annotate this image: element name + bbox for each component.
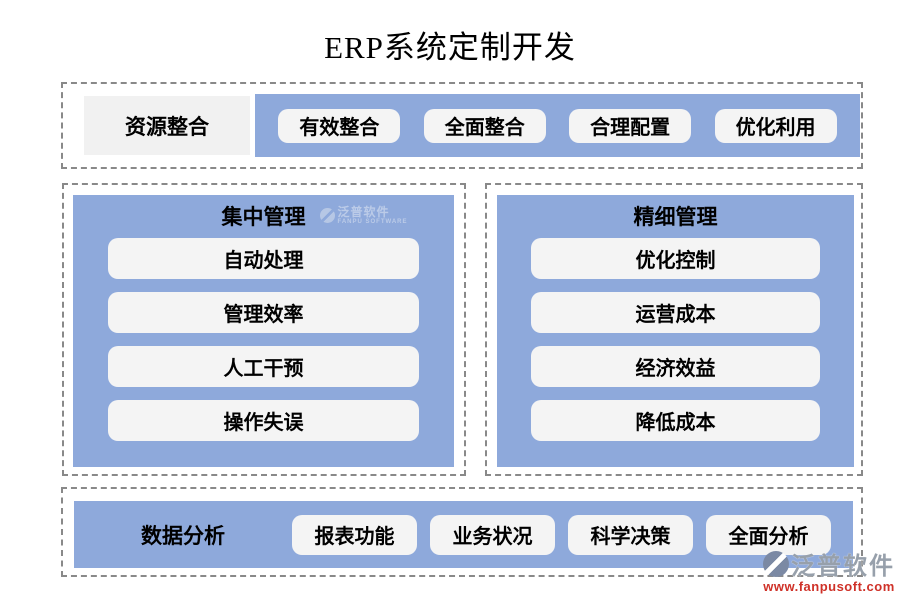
inline-watermark-sub: FANPU SOFTWARE [337,219,408,225]
resource-integration-label: 资源整合 [84,96,250,155]
chip-comprehensive-integration: 全面整合 [423,108,546,143]
inline-watermark-brand: 泛普软件 [337,205,390,219]
centralized-management-title: 集中管理 泛普软件 FANPU SOFTWARE [222,203,407,231]
section-resource-integration: 资源整合 有效整合 全面整合 合理配置 优化利用 [61,82,863,169]
brand-watermark: 泛普软件 www.fanpusoft.com [763,546,895,594]
chip-comprehensive-analysis: 全面分析 [706,514,831,555]
chip-economic-benefit: 经济效益 [531,346,820,387]
chip-scientific-decision: 科学决策 [568,514,693,555]
section-centralized-management: 集中管理 泛普软件 FANPU SOFTWARE 自动处理 管理效率 人工干预 … [62,183,466,476]
fanpu-logo-icon [319,208,335,223]
chip-operating-cost: 运营成本 [531,292,820,333]
chip-manual-intervention: 人工干预 [108,346,419,387]
section-refined-management: 精细管理 优化控制 运营成本 经济效益 降低成本 [485,183,863,476]
fanpu-logo-icon [763,550,789,577]
refined-management-panel: 精细管理 优化控制 运营成本 经济效益 降低成本 [497,195,854,467]
chip-management-efficiency: 管理效率 [108,292,419,333]
brand-watermark-name: 泛普软件 [791,553,895,580]
chip-cost-reduction: 降低成本 [531,400,820,441]
page-title: ERP系统定制开发 [324,30,576,65]
chip-report-function: 报表功能 [292,514,417,555]
chip-operational-errors: 操作失误 [108,400,419,441]
data-analysis-bar: 数据分析 报表功能 业务状况 科学决策 全面分析 [74,501,853,568]
centralized-management-panel: 集中管理 泛普软件 FANPU SOFTWARE 自动处理 管理效率 人工干预 … [73,195,454,467]
chip-optimized-control: 优化控制 [531,238,820,279]
chip-optimized-utilization: 优化利用 [714,108,837,143]
inline-watermark: 泛普软件 FANPU SOFTWARE [319,205,440,225]
section-data-analysis: 数据分析 报表功能 业务状况 科学决策 全面分析 [61,487,863,577]
resource-integration-bar: 有效整合 全面整合 合理配置 优化利用 [255,94,860,157]
chip-automatic-processing: 自动处理 [108,238,419,279]
chip-business-status: 业务状况 [430,514,555,555]
chip-rational-allocation: 合理配置 [569,108,692,143]
data-analysis-label: 数据分析 [141,523,225,548]
refined-management-title: 精细管理 [633,205,718,229]
chip-effective-integration: 有效整合 [278,108,401,143]
brand-watermark-url: www.fanpusoft.com [763,579,895,594]
